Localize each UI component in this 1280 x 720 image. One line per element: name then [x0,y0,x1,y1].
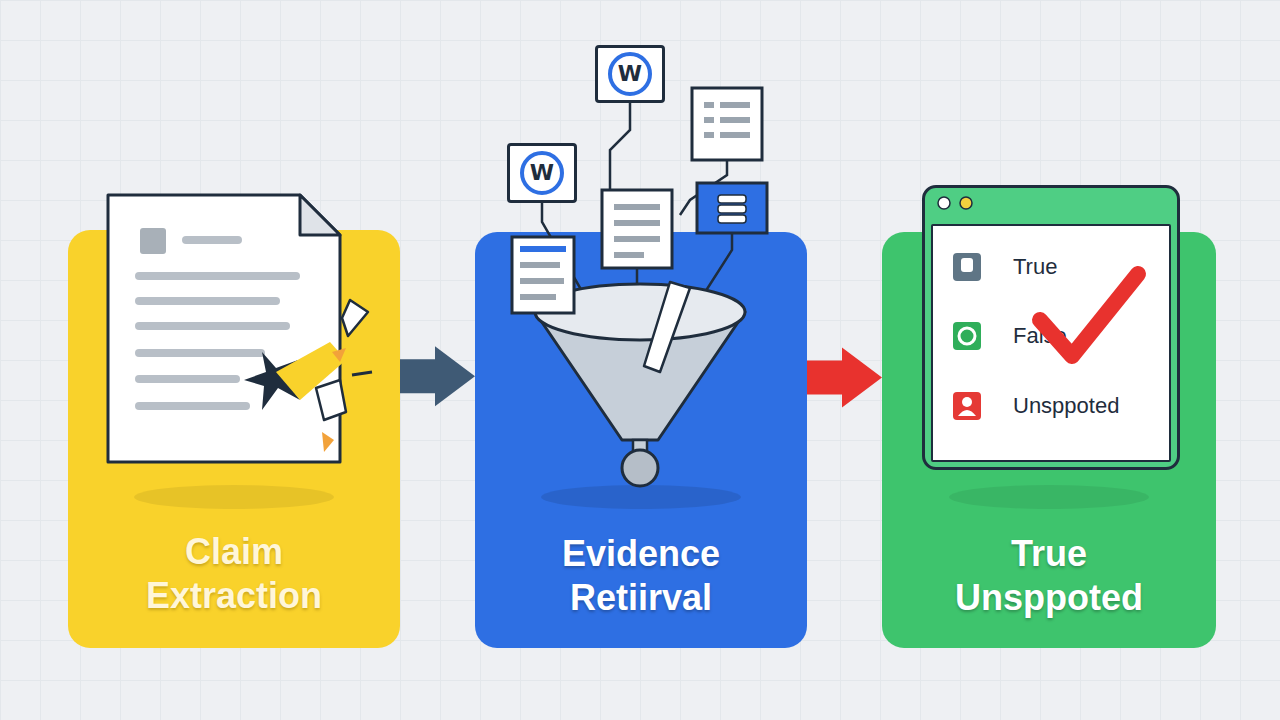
text-line [704,132,714,138]
step-label: Evidence Retiirval [520,532,762,620]
source-card: W [507,143,577,203]
database-card [697,183,767,233]
step-label: True Unsppoted [927,532,1171,620]
database-icon [718,215,746,223]
verdict-option: True [1013,253,1057,281]
database-icon [718,195,746,203]
step-panel: Claim Extraction [68,230,400,648]
source-logo: W [608,52,652,96]
text-line [720,102,750,108]
source-card: W [595,45,665,103]
step-panel: True Unsppoted TrueFalseUnsppoted [882,232,1216,648]
database-icon [718,205,746,213]
document-fold [300,195,340,235]
source-logo: W [520,151,564,195]
text-line [614,220,660,226]
flow-arrow [807,348,882,408]
text-line [704,102,714,108]
verdict-option: Unsppoted [1013,392,1119,420]
step-panel: Evidence Retiirval [475,232,807,648]
text-line [614,204,660,210]
text-line [720,117,750,123]
leader-line [680,160,727,215]
step-label: Claim Extraction [113,530,355,618]
verdict-option: False [1013,322,1067,350]
text-line [720,132,750,138]
leader-line [610,103,630,190]
text-line [704,117,714,123]
document-icon [692,88,762,160]
flow-arrow [400,346,475,406]
verdict-window: TrueFalseUnsppoted [922,185,1180,470]
